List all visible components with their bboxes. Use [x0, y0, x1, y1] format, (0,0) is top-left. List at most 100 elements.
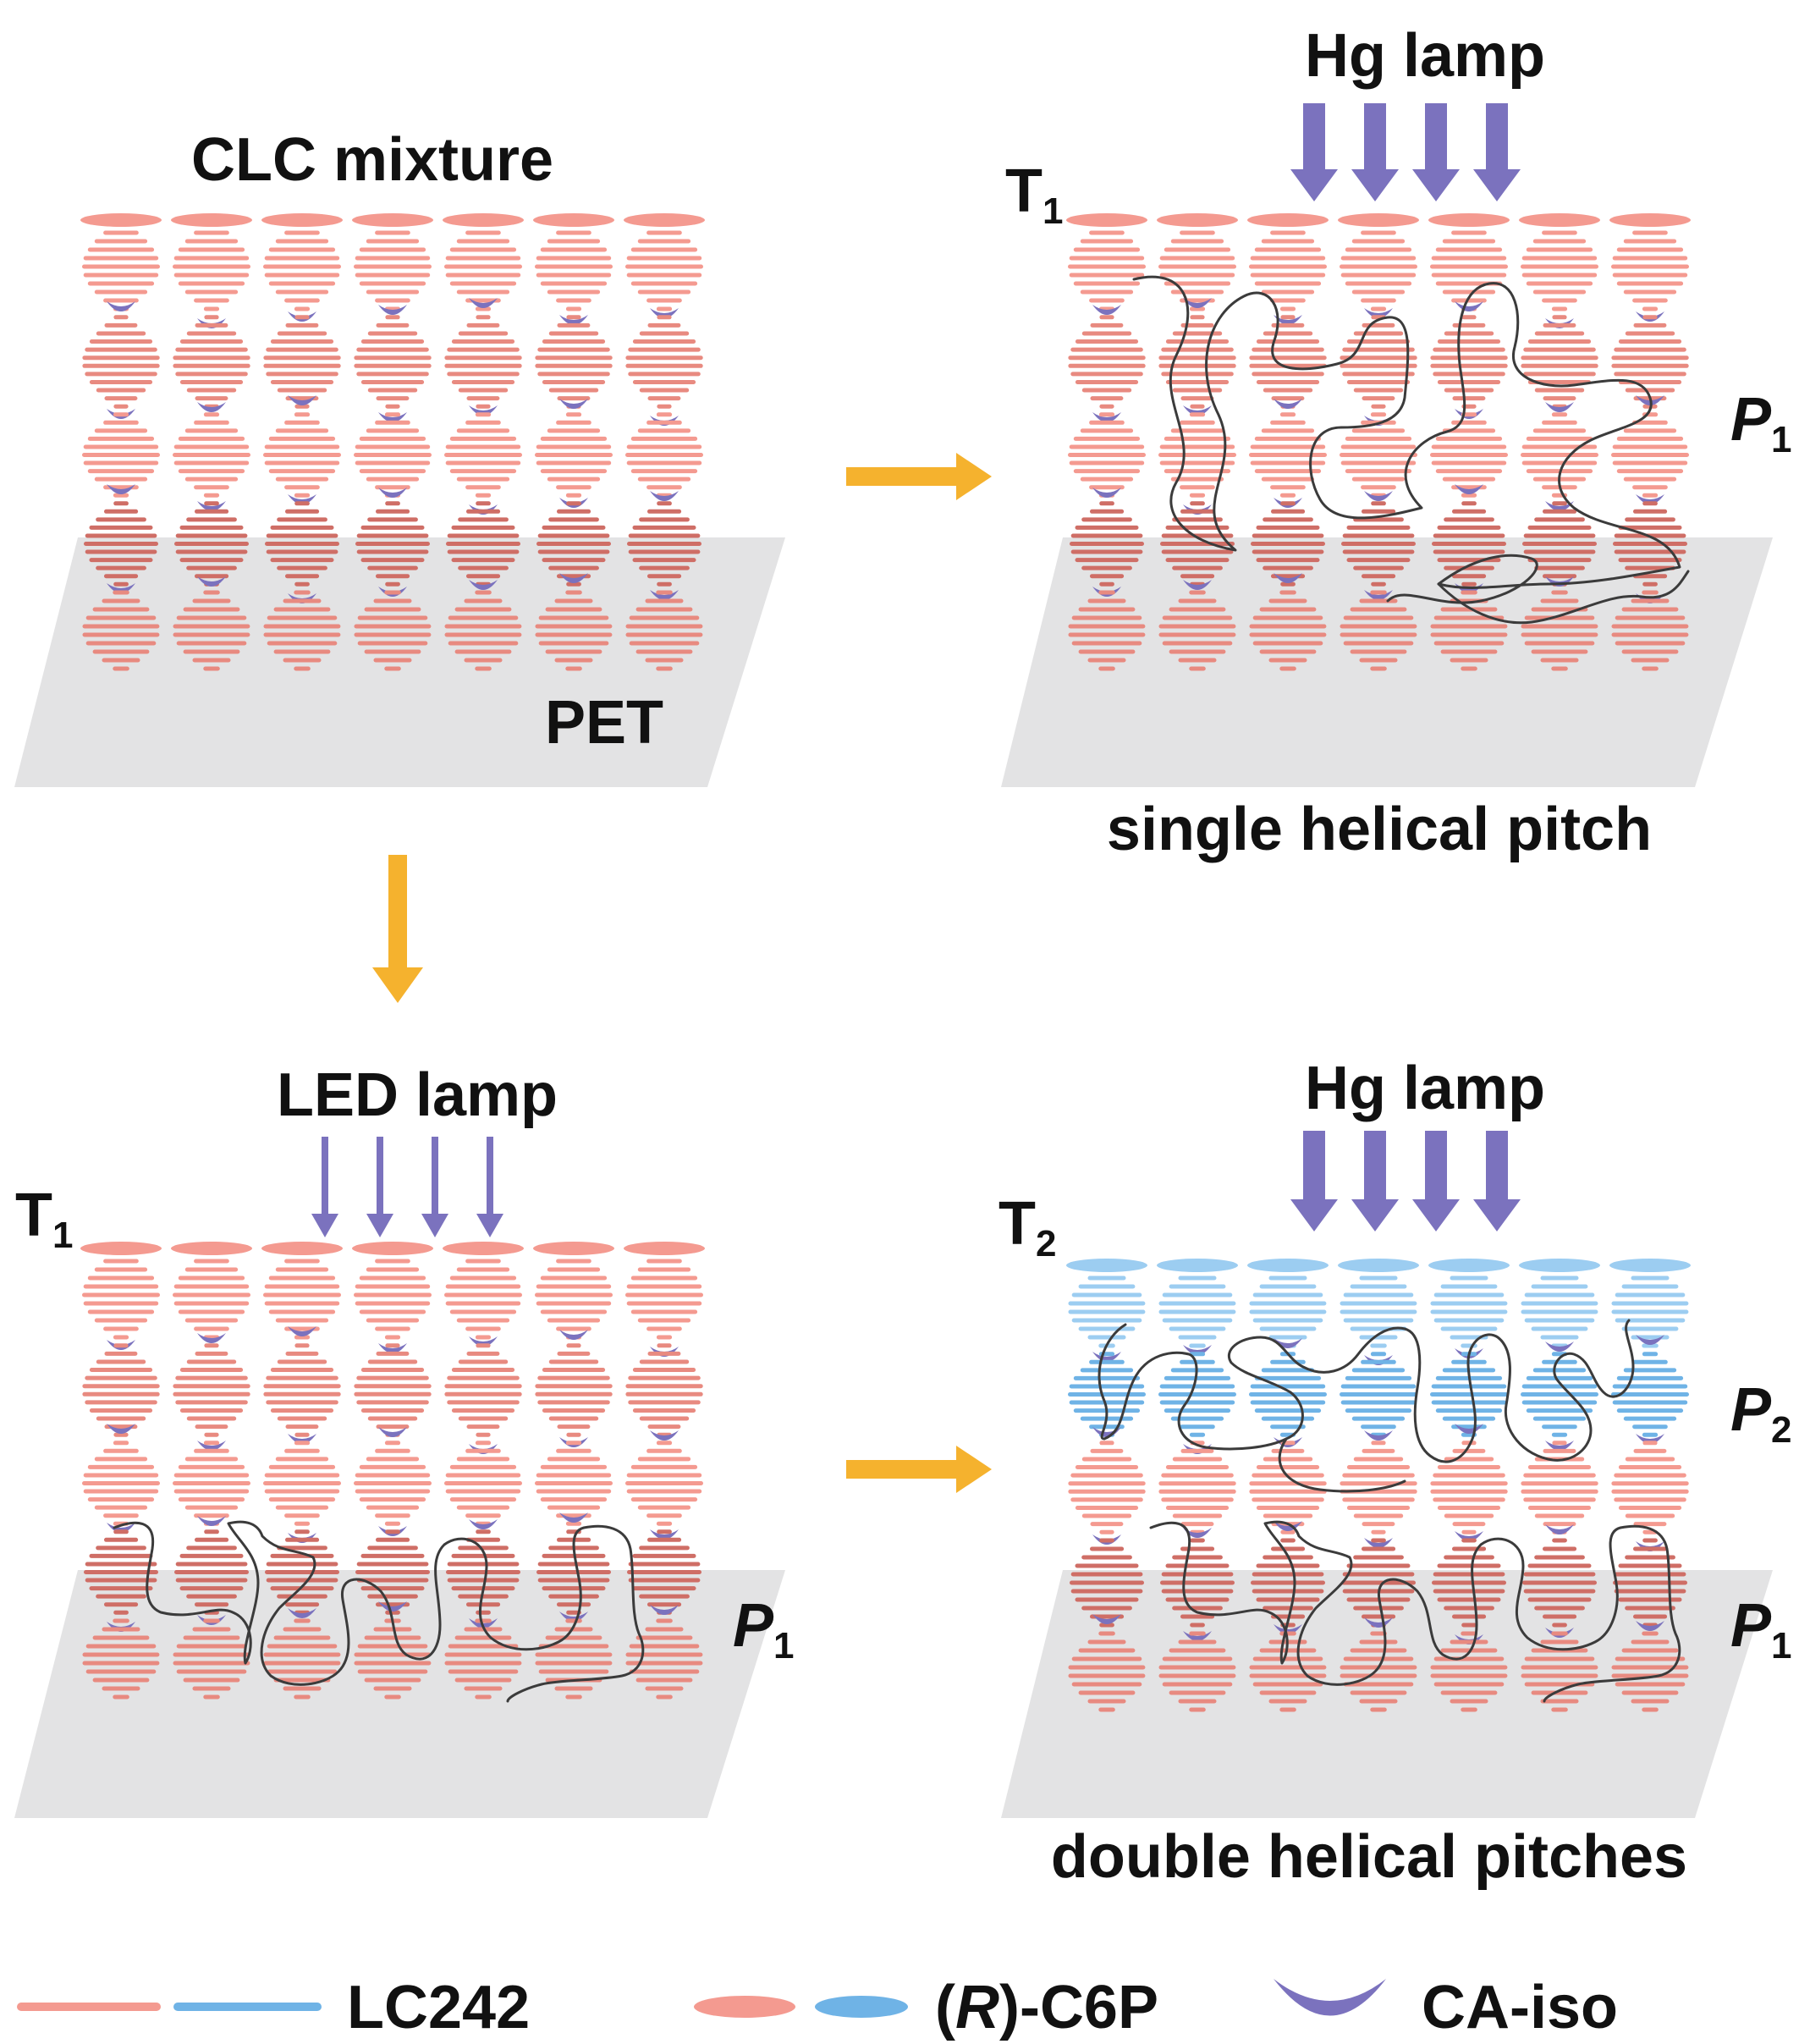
lc-column-bottom-left-4	[443, 1242, 524, 1700]
pitch-label-top-right: P1	[1730, 386, 1792, 460]
c6p-molecule	[1519, 213, 1600, 227]
c6p-molecule	[1428, 213, 1510, 227]
ca-iso-molecule	[559, 1512, 588, 1523]
hg-lamp-label-bottom: Hg lamp	[1305, 1055, 1545, 1122]
ca-iso-molecule	[1183, 298, 1212, 308]
ca-iso-molecule	[1455, 301, 1483, 311]
c6p-molecule	[1247, 213, 1329, 227]
lc-column-bottom-left-0	[80, 1242, 162, 1700]
c6p-molecule	[171, 213, 252, 227]
lc-column-bottom-right-3	[1338, 1259, 1419, 1712]
legend-lc242-blue-line	[173, 2003, 322, 2011]
lc-column-top-left-0	[80, 213, 162, 671]
ca-iso-molecule	[1636, 1621, 1664, 1631]
c6p-molecule	[80, 1242, 162, 1255]
lc-column-top-right-3	[1338, 213, 1419, 671]
hg-lamp-label-top: Hg lamp	[1305, 22, 1545, 90]
c6p-molecule	[352, 213, 433, 227]
temperature-label-bottom-right: T2	[999, 1190, 1056, 1264]
single-helical-pitch-caption: single helical pitch	[1107, 796, 1652, 863]
ca-iso-molecule	[469, 298, 498, 308]
ca-iso-molecule	[650, 308, 679, 318]
c6p-molecule	[443, 213, 524, 227]
led-lamp-arrow-0	[311, 1137, 338, 1237]
lc-column-top-left-5	[533, 213, 614, 671]
temperature-label-bottom-left: T1	[15, 1182, 73, 1256]
ca-iso-molecule	[1183, 1345, 1212, 1355]
process-arrow-right-bottom	[846, 1446, 992, 1493]
polymer-network-bottom-right-upper	[1098, 1319, 1635, 1463]
process-arrow-right-top	[846, 453, 992, 500]
c6p-molecule	[443, 1242, 524, 1255]
ca-iso-molecule	[1092, 1427, 1121, 1437]
c6p-molecule	[261, 213, 343, 227]
ca-iso-molecule	[107, 1424, 135, 1434]
ca-iso-molecule	[197, 402, 226, 412]
hg-lamp-arrow-top-0	[1290, 103, 1338, 201]
ca-iso-molecule	[1455, 1531, 1483, 1541]
lc-column-bottom-right-0	[1066, 1259, 1147, 1712]
lc-column-bottom-right-4	[1428, 1259, 1510, 1712]
c6p-molecule	[1066, 213, 1147, 227]
c6p-molecule	[1338, 213, 1419, 227]
hg-lamp-arrow-bottom-3	[1473, 1131, 1521, 1231]
ca-iso-molecule	[1092, 412, 1121, 422]
polymer-network-bottom-right-lower	[1149, 1520, 1681, 1703]
led-lamp-arrow-3	[476, 1137, 503, 1237]
legend-r-c6p-label: (R)-C6P	[935, 1974, 1158, 2041]
legend-c6p-blue-ellipse	[815, 1996, 908, 2018]
c6p-molecule	[352, 1242, 433, 1255]
process-arrows	[372, 453, 992, 1493]
c6p-molecule	[624, 1242, 705, 1255]
pet-substrate-bottom-left	[14, 1570, 785, 1818]
c6p-molecule	[1519, 1259, 1600, 1272]
hg-lamp-arrow-bottom-1	[1351, 1131, 1399, 1231]
lc-column-bottom-left-2	[261, 1242, 343, 1700]
legend-c6p-red-ellipse	[694, 1996, 795, 2018]
legend: LC242 (R)-C6P CA-iso	[17, 1974, 1618, 2041]
legend-lc242-label: LC242	[347, 1974, 530, 2041]
ca-iso-molecule	[288, 494, 316, 504]
ca-iso-molecule	[1545, 1524, 1574, 1534]
ca-iso-molecule	[469, 405, 498, 416]
ca-iso-molecule	[1364, 590, 1393, 600]
legend-ca-iso-crescent	[1274, 1979, 1386, 2016]
c6p-molecule	[1338, 1259, 1419, 1272]
ca-iso-molecule	[1092, 488, 1121, 498]
lc-column-bottom-left-6	[624, 1242, 705, 1700]
ca-iso-molecule	[107, 484, 135, 494]
ca-iso-molecule	[1636, 1434, 1664, 1444]
led-lamp-arrow-1	[366, 1137, 393, 1237]
lamp-arrows	[311, 103, 1521, 1237]
ca-iso-molecule	[1364, 308, 1393, 318]
lc-column-top-right-2	[1247, 213, 1329, 671]
hg-lamp-arrow-top-2	[1412, 103, 1460, 201]
ca-iso-molecule	[650, 590, 679, 600]
polymer-network-bottom-left	[113, 1520, 645, 1703]
c6p-molecule	[1428, 1259, 1510, 1272]
lc-column-top-right-6	[1609, 213, 1691, 671]
pitch-label-upper-bottom-right: P2	[1730, 1376, 1792, 1451]
hg-lamp-arrow-top-3	[1473, 103, 1521, 201]
ca-iso-molecule	[378, 1427, 407, 1437]
lc-column-bottom-right-6	[1609, 1259, 1691, 1712]
ca-iso-molecule	[1274, 399, 1302, 409]
c6p-molecule	[1066, 1259, 1147, 1272]
ca-iso-molecule	[197, 1516, 226, 1526]
legend-ca-iso-label: CA-iso	[1422, 1974, 1618, 2041]
legend-lc242-red-line	[17, 2003, 161, 2011]
double-helical-pitches-caption: double helical pitches	[1051, 1823, 1687, 1891]
c6p-molecule	[1247, 1259, 1329, 1272]
ca-iso-molecule	[469, 580, 498, 590]
c6p-molecule	[80, 213, 162, 227]
ca-iso-molecule	[1364, 1538, 1393, 1548]
c6p-molecule	[1157, 1259, 1238, 1272]
ca-iso-molecule	[1183, 405, 1212, 416]
ca-iso-molecule	[288, 1326, 316, 1336]
ca-iso-molecule	[1183, 1631, 1212, 1641]
pet-label: PET	[545, 689, 663, 757]
ca-iso-molecule	[559, 315, 588, 325]
ca-iso-molecule	[469, 1336, 498, 1347]
c6p-molecule	[171, 1242, 252, 1255]
